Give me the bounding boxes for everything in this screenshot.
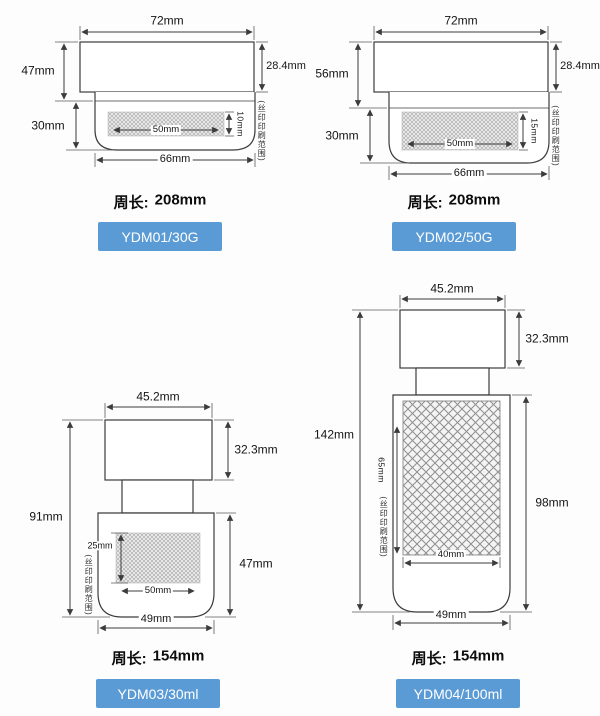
extension-lines	[349, 26, 562, 180]
perimeter-value: 208mm	[154, 191, 207, 209]
dim-body-height: 98mm	[535, 495, 569, 510]
dim-top-width: 45.2mm	[136, 389, 180, 404]
dim-total-height: 47mm	[21, 63, 55, 78]
cap-shape	[104, 419, 213, 481]
print-range-note: (丝印印刷范围)	[379, 496, 389, 558]
dim-body-height: 30mm	[325, 128, 359, 143]
dim-print-width: 40mm	[435, 549, 467, 561]
dim-print-height: 25mm	[85, 540, 115, 551]
dim-print-width: 50mm	[444, 138, 476, 150]
panel-ydm04: 45.2mm 32.3mm 142mm 65mm (丝印印刷范围) 98mm 4…	[300, 265, 600, 716]
dim-print-width: 50mm	[150, 124, 182, 136]
dim-top-width: 45.2mm	[430, 281, 474, 296]
print-range-note: (丝印印刷范围)	[84, 554, 94, 616]
dim-bottom-width: 66mm	[451, 167, 487, 180]
dim-print-height: 65mm	[376, 457, 387, 483]
print-range-note: (丝印印刷范围)	[257, 100, 267, 162]
dim-top-width: 72mm	[150, 13, 184, 28]
perimeter-value: 154mm	[152, 647, 205, 665]
neck-shape	[415, 367, 490, 396]
dim-bottom-width: 49mm	[433, 609, 469, 622]
neck-shape	[121, 479, 194, 514]
dim-body-height: 30mm	[31, 118, 65, 133]
dim-total-height: 142mm	[313, 427, 355, 442]
dim-bottom-width: 49mm	[138, 613, 174, 626]
ydm02-drawing	[349, 26, 562, 180]
perimeter-label: 周长:	[411, 650, 447, 668]
perimeter-text: 周长: 208mm	[114, 192, 207, 213]
ydm04-drawing	[352, 295, 532, 630]
ydm03-drawing	[62, 403, 236, 634]
cap-shape	[399, 309, 506, 369]
dim-cap-height: 32.3mm	[234, 442, 278, 457]
dim-top-width: 72mm	[444, 13, 478, 28]
dim-print-width: 50mm	[142, 585, 174, 597]
panel-ydm03: 45.2mm 32.3mm 91mm 25mm 50mm 47mm 49mm (…	[0, 265, 300, 716]
perimeter-label: 周长:	[407, 194, 443, 212]
dimension-lines	[66, 403, 234, 632]
ydm01-drawing	[55, 26, 268, 167]
perimeter-label: 周长:	[113, 194, 149, 212]
model-badge: YDM01/30G	[98, 222, 222, 251]
extension-lines	[55, 26, 268, 167]
extension-lines	[62, 403, 236, 634]
print-area	[115, 532, 201, 584]
perimeter-text: 周长: 154mm	[412, 648, 505, 669]
dim-print-height: 10mm	[235, 111, 246, 137]
model-badge: YDM03/30ml	[96, 679, 220, 708]
model-badge: YDM04/100ml	[396, 679, 520, 708]
dim-cap-height: 28.4mm	[560, 60, 600, 73]
print-area	[402, 400, 501, 556]
perimeter-value: 154mm	[452, 647, 505, 665]
dim-body-height: 47mm	[239, 556, 273, 571]
perimeter-label: 周长:	[111, 650, 147, 668]
perimeter-text: 周长: 154mm	[112, 648, 205, 669]
dim-cap-height: 32.3mm	[525, 331, 569, 346]
cap-shape	[79, 41, 255, 93]
panel-ydm02: 72mm 56mm 30mm 28.4mm 15mm 50mm 66mm (丝印…	[294, 0, 600, 265]
perimeter-value: 208mm	[448, 191, 501, 209]
cap-shape	[373, 41, 549, 93]
dim-print-height: 15mm	[529, 118, 540, 144]
dim-bottom-width: 66mm	[157, 153, 193, 166]
print-range-note: (丝印印刷范围)	[551, 105, 561, 167]
extension-lines	[352, 295, 532, 630]
dim-total-height: 56mm	[315, 66, 349, 81]
dim-cap-height: 28.4mm	[266, 60, 306, 73]
perimeter-text: 周长: 208mm	[408, 192, 501, 213]
dimension-lines	[356, 295, 530, 627]
panel-ydm01: 72mm 47mm 30mm 28.4mm 10mm 50mm 66mm (丝印…	[0, 0, 306, 265]
model-badge: YDM02/50G	[392, 222, 516, 251]
dim-total-height: 91mm	[29, 509, 63, 524]
